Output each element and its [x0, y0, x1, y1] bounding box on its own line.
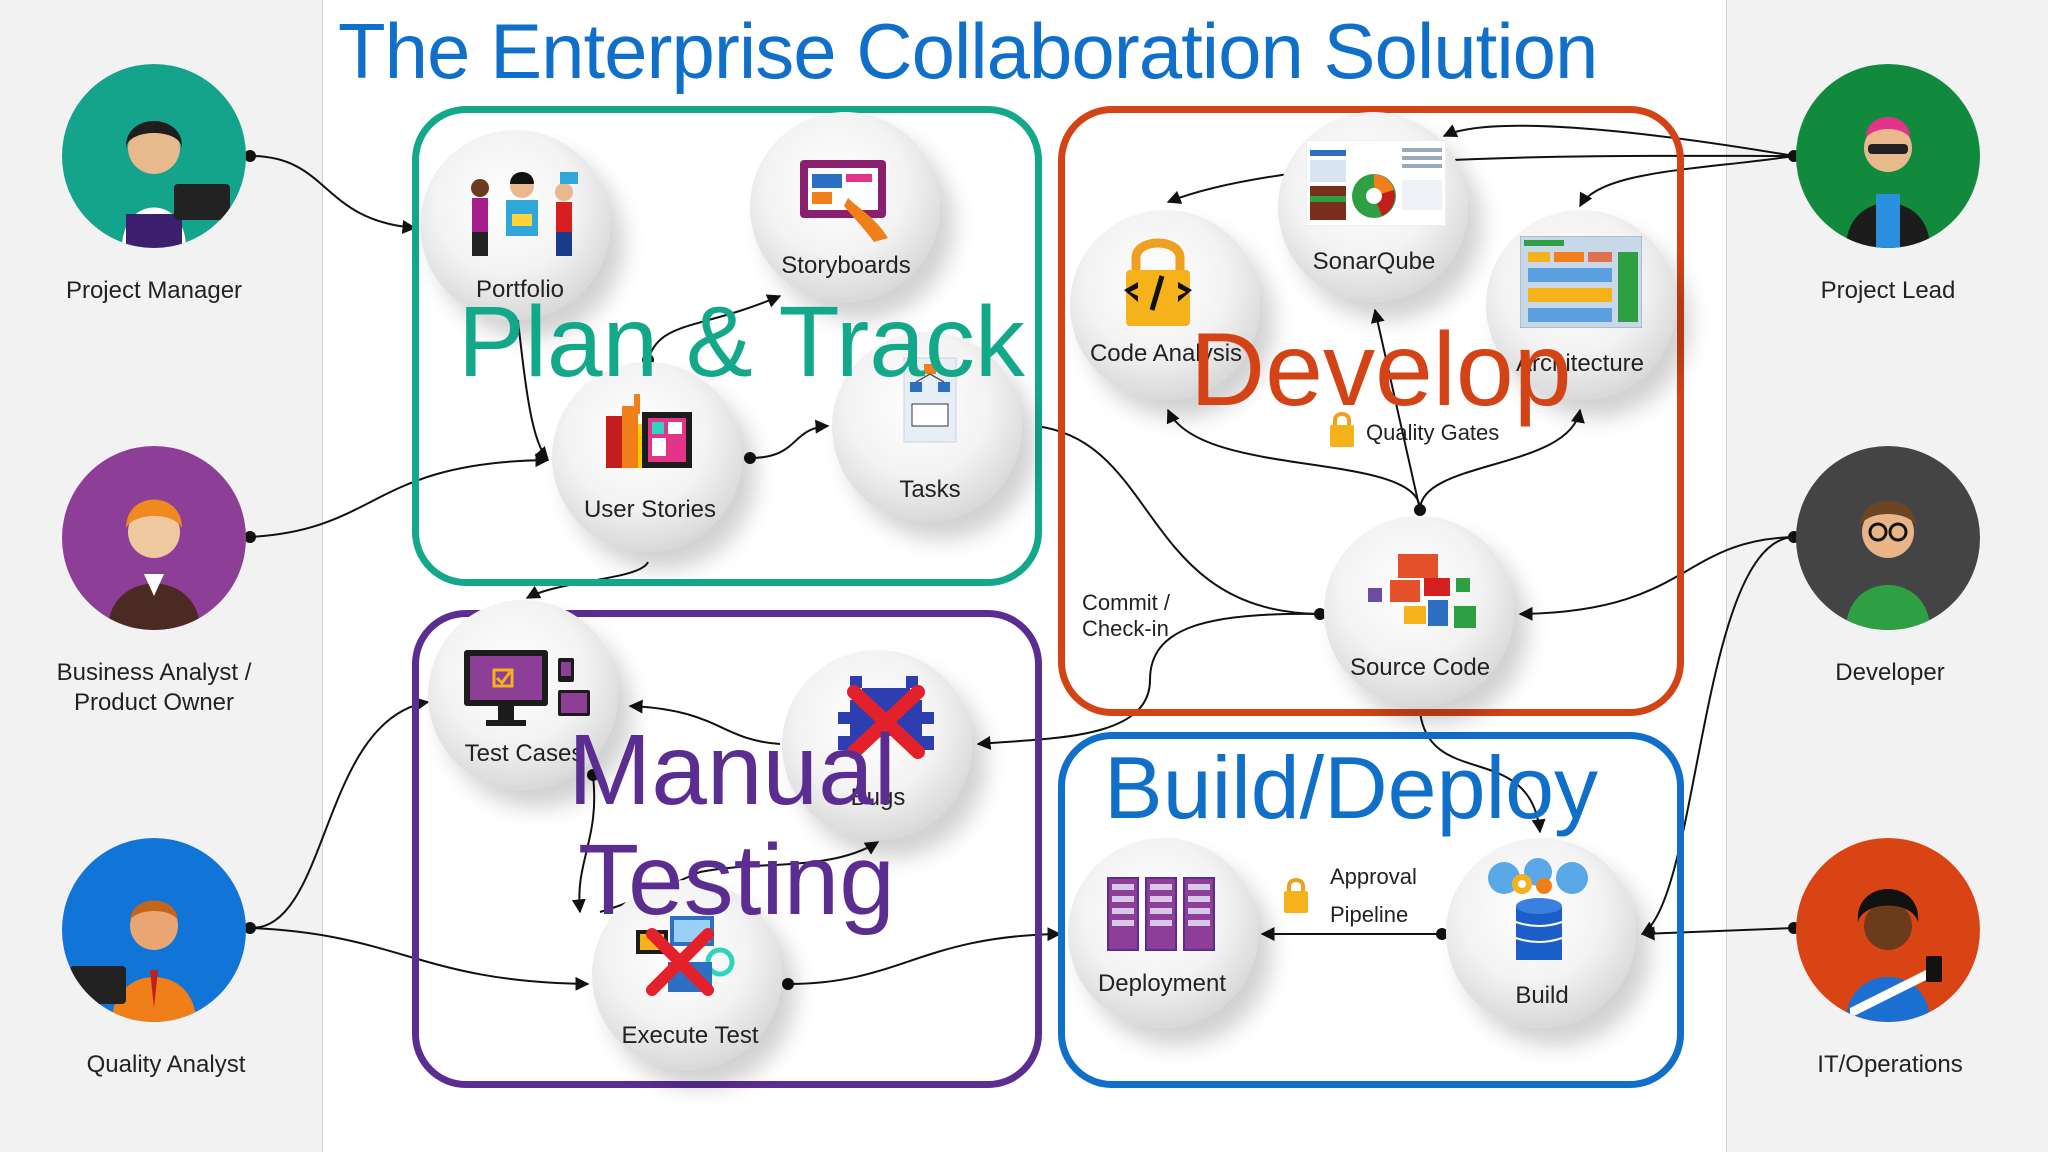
quality-analyst-label: Quality Analyst [86, 1051, 246, 1078]
server-rack-icon [1107, 877, 1215, 951]
page-title: The Enterprise Collaboration Solution [338, 7, 1598, 95]
developer-label: Developer [1835, 659, 1945, 686]
project-lead-avatar [1796, 64, 1980, 248]
database-cloud-icon [1488, 858, 1588, 960]
it-operations-icon [1846, 889, 1942, 1022]
architecture-icon [1520, 236, 1642, 328]
user-stories-label: User Stories [583, 496, 717, 523]
build-label: Build [1515, 982, 1569, 1009]
business-analyst-label-line1: Business Analyst / [56, 659, 252, 686]
architecture-label: Architecture [1515, 350, 1645, 377]
commit-label-line2: Check-in [1082, 616, 1169, 641]
it-operations-avatar [1796, 838, 1980, 1022]
develop-label: Develop [1190, 312, 1572, 428]
source-code-label: Source Code [1349, 654, 1491, 681]
people-icon [471, 172, 578, 256]
approval-lock-icon [1284, 878, 1308, 913]
deployment-label: Deployment [1097, 970, 1227, 997]
it-operations-label: IT/Operations [1817, 1051, 1963, 1078]
plan-track-label: Plan & Track [458, 286, 1025, 398]
quality-gates-label: Quality Gates [1366, 420, 1500, 445]
source-code-icon [1368, 554, 1476, 628]
sonarqube-dashboard-icon [1306, 140, 1446, 226]
project-manager-avatar [62, 64, 246, 248]
storyboards-label: Storyboards [781, 252, 911, 279]
commit-label-line1: Commit / [1082, 590, 1170, 615]
execute-test-icon [636, 916, 735, 996]
develop-group [1058, 106, 1684, 716]
project-lead-label: Project Lead [1820, 277, 1956, 304]
manual-testing-label-line1: Manual [568, 714, 896, 826]
tasks-icon [903, 357, 957, 443]
storyboard-icon [800, 160, 888, 242]
business-analyst-avatar [62, 446, 246, 630]
quality-gates-lock-icon [1330, 412, 1354, 447]
approval-label: Approval [1330, 864, 1417, 889]
sonarqube-label: SonarQube [1312, 248, 1436, 275]
quality-analyst-avatar [62, 838, 246, 1022]
bugs-node[interactable] [782, 650, 972, 840]
bugs-label: Bugs [850, 784, 906, 811]
code-analysis-label: Code Analysis [1089, 340, 1243, 367]
manual-testing-label-line2: Testing [578, 824, 895, 936]
build-deploy-group [1058, 732, 1684, 1088]
developer-icon [1846, 500, 1930, 630]
bug-icon [838, 676, 934, 759]
quality-analyst-icon [70, 900, 196, 1022]
project-manager-icon [122, 121, 230, 248]
test-cases-label: Test Cases [464, 740, 584, 767]
project-lead-icon [1846, 117, 1930, 248]
pipeline-label: Pipeline [1330, 902, 1409, 927]
build-deploy-label: Build/Deploy [1104, 738, 1599, 837]
business-analyst-icon [108, 499, 200, 630]
tasks-label: Tasks [899, 476, 961, 503]
test-cases-icon [464, 650, 590, 726]
plan-track-group [412, 106, 1042, 586]
business-analyst-label-line2: Product Owner [73, 689, 235, 716]
execute-test-label: Execute Test [621, 1022, 759, 1049]
project-manager-label: Project Manager [65, 277, 243, 304]
user-stories-icon [606, 394, 692, 468]
developer-avatar [1796, 446, 1980, 630]
portfolio-label: Portfolio [475, 276, 565, 303]
manual-testing-group [412, 610, 1042, 1088]
lock-icon [1124, 238, 1192, 326]
